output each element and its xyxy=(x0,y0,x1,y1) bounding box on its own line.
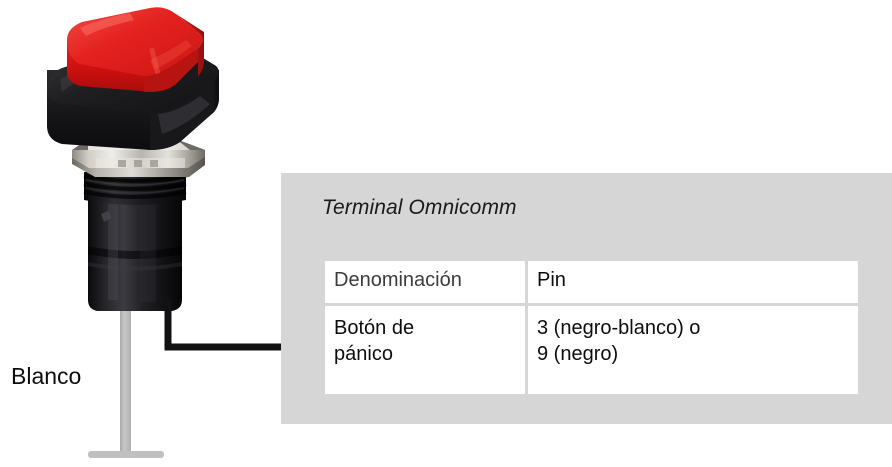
table-row: Botón de pánico 3 (negro-blanco) o 9 (ne… xyxy=(325,306,858,394)
wire-label-blanco: Blanco xyxy=(11,363,82,389)
cell-pin: 3 (negro-blanco) o 9 (negro) xyxy=(528,306,858,394)
column-header-denominacion: Denominación xyxy=(325,261,525,303)
cell-denominacion-line-2: pánico xyxy=(334,343,393,365)
table-header-row: Denominación Pin xyxy=(325,261,858,303)
pin-assignment-table: Denominación Pin Botón de pánico 3 (negr… xyxy=(322,258,861,397)
terminal-info-panel: Terminal Omnicomm Denominación Pin Botón… xyxy=(281,173,892,424)
cell-pin-line-1: 3 (negro-blanco) o xyxy=(537,317,701,339)
cell-pin-line-2: 9 (negro) xyxy=(537,343,619,365)
panel-title: Terminal Omnicomm xyxy=(322,196,517,219)
column-header-pin: Pin xyxy=(528,261,858,303)
push-button-illustration xyxy=(47,7,219,458)
cell-denominacion: Botón de pánico xyxy=(325,306,525,394)
cell-denominacion-line-1: Botón de xyxy=(334,317,415,339)
